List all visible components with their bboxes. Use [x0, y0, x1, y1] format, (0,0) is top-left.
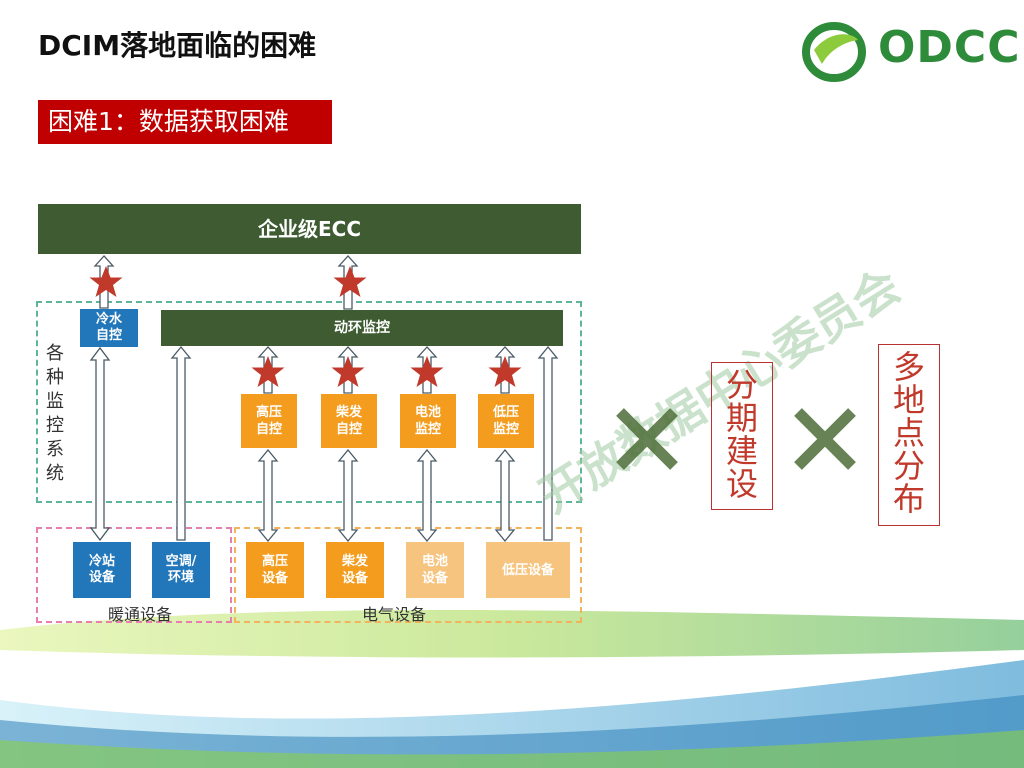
ac-environment-box: 空调/环境	[152, 542, 210, 598]
odcc-logo	[802, 22, 866, 82]
lv-monitor-box: 低压监控	[478, 394, 534, 448]
page-title: DCIM落地面临的困难	[38, 29, 317, 62]
monitoring-systems-label: 各种监控系统	[46, 343, 64, 484]
multi-site-distribution-box: 多地点分布	[878, 344, 940, 526]
chiller-plant-device-box: 冷站设备	[73, 542, 131, 598]
hvac-group	[36, 527, 232, 623]
lv-device-box: 低压设备	[486, 542, 570, 598]
hv-control-box: 高压自控	[241, 394, 297, 448]
cross-icon	[794, 408, 856, 470]
env-monitoring-bar: 动环监控	[161, 310, 563, 346]
battery-monitor-box: 电池监控	[400, 394, 456, 448]
logo-text: ODCC	[878, 22, 1021, 73]
chiller-control-box: 冷水自控	[80, 309, 138, 347]
phased-construction-box: 分期建设	[711, 362, 773, 510]
hvac-group-label: 暖通设备	[108, 605, 173, 624]
genset-control-box: 柴发自控	[321, 394, 377, 448]
enterprise-ecc-bar: 企业级ECC	[38, 204, 581, 254]
monitoring-systems-group	[36, 301, 582, 503]
genset-device-box: 柴发设备	[326, 542, 384, 598]
electric-group	[234, 527, 582, 623]
battery-device-box: 电池设备	[406, 542, 464, 598]
hv-device-box: 高压设备	[246, 542, 304, 598]
cross-icon	[616, 408, 678, 470]
electric-group-label: 电气设备	[362, 605, 427, 624]
difficulty-badge: 困难1：数据获取困难	[38, 100, 332, 144]
